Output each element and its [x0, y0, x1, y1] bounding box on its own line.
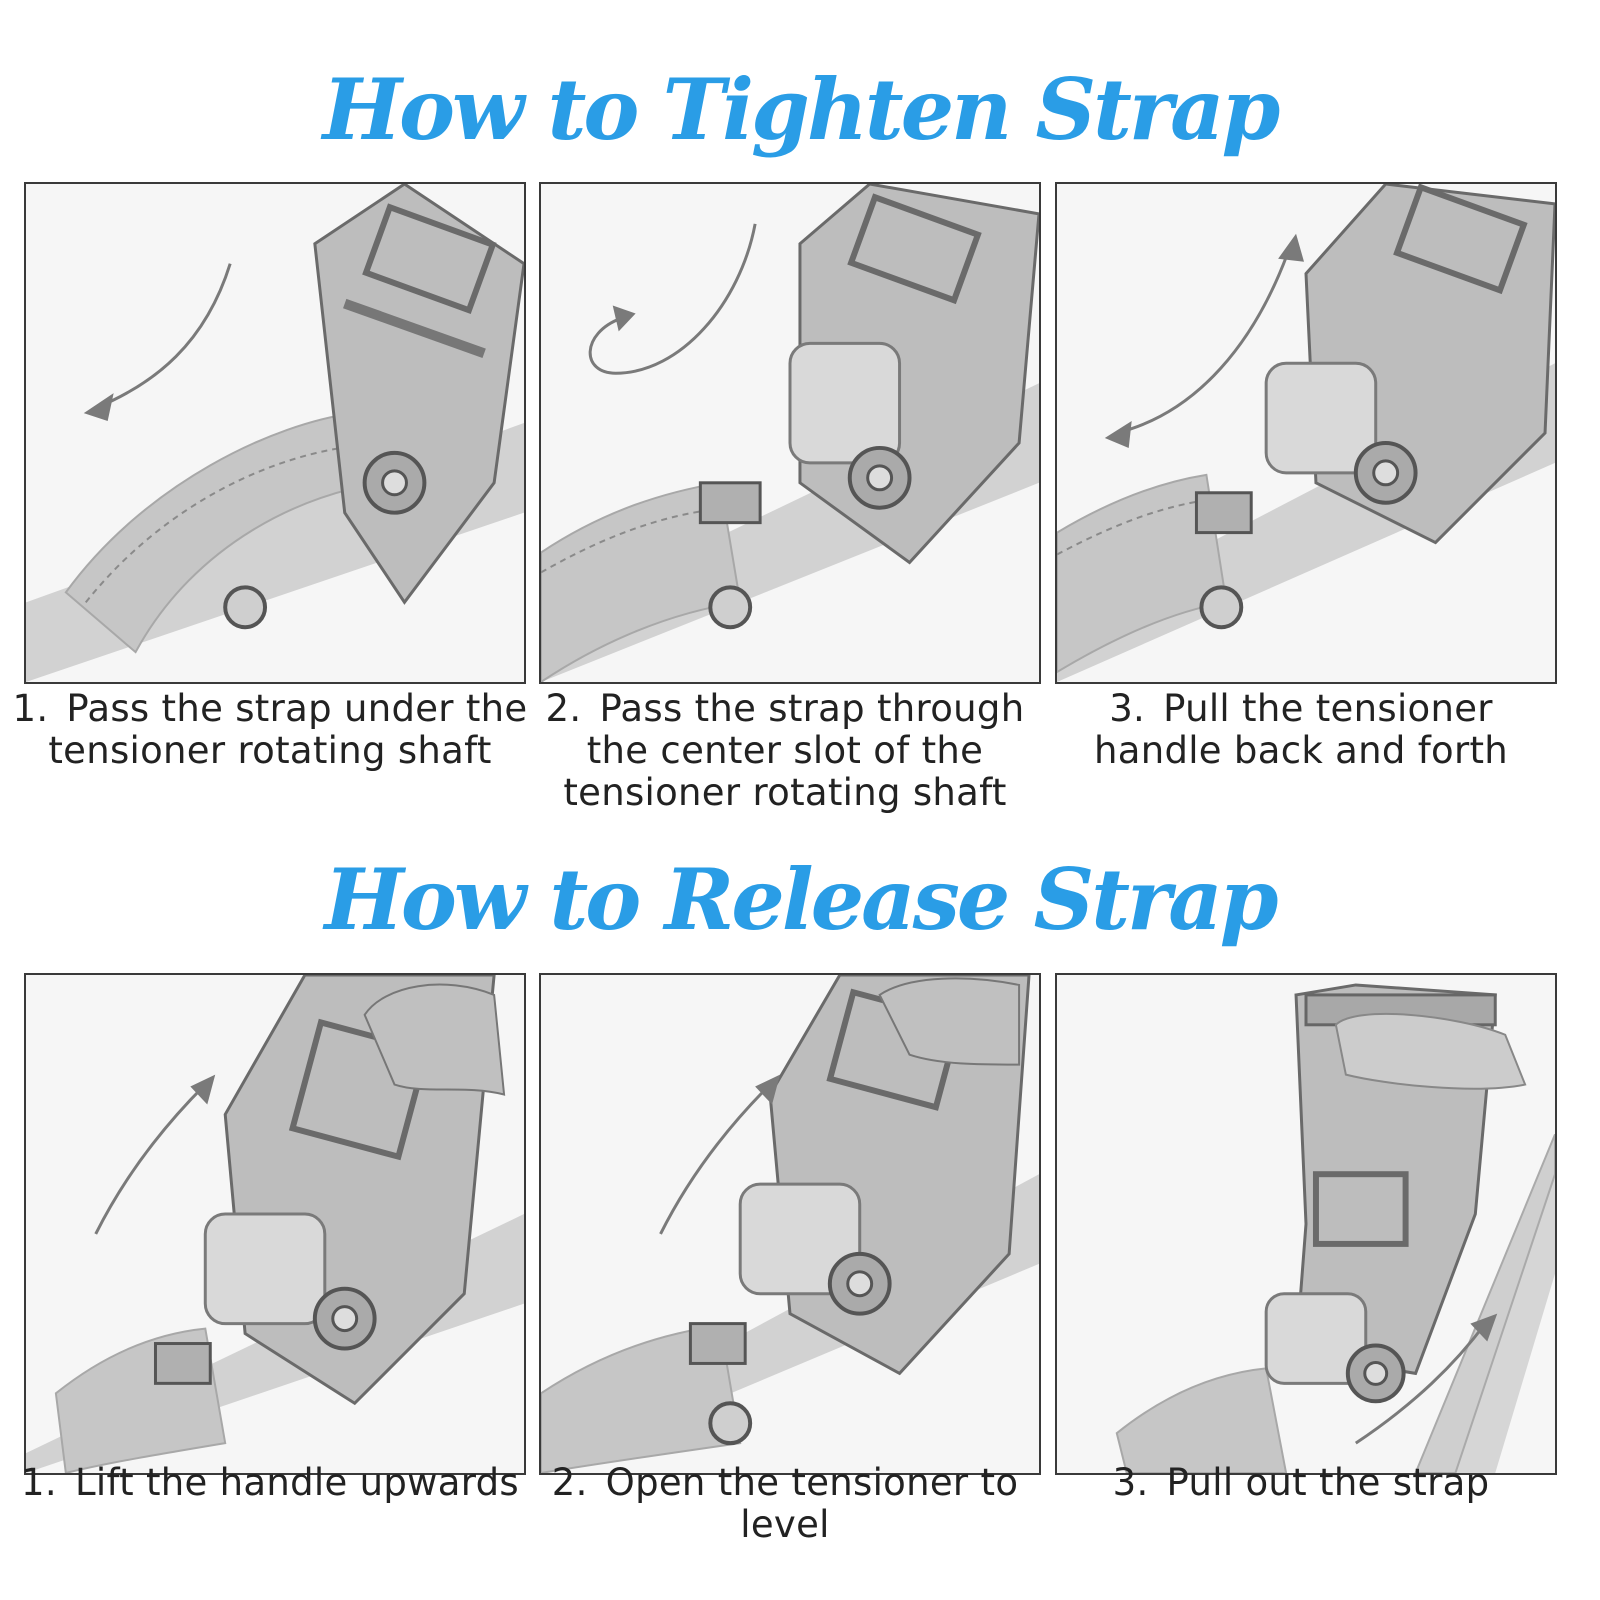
release-step-1-caption: 1.Lift the handle upwards — [21, 1461, 519, 1504]
tighten-step-2-caption: 2.Pass the strap through the center slot… — [545, 687, 1025, 814]
tighten-step-3-image — [1055, 182, 1557, 684]
release-title: How to Release Strap — [324, 850, 1279, 949]
tighten-step-2-image — [539, 182, 1041, 684]
tighten-title: How to Tighten Strap — [322, 60, 1281, 159]
tighten-step-1-caption: 1.Pass the strap under the tensioner rot… — [12, 687, 528, 772]
tighten-step-1-image — [24, 182, 526, 684]
release-step-3-image — [1055, 973, 1557, 1475]
ratchet-illustration — [541, 975, 1039, 1473]
ratchet-illustration — [1057, 184, 1555, 682]
tighten-step-3-caption: 3.Pull the tensioner handle back and for… — [1093, 687, 1509, 772]
ratchet-illustration — [26, 975, 524, 1473]
release-step-2-caption: 2.Open the tensioner to level — [551, 1461, 1019, 1546]
ratchet-illustration — [26, 184, 524, 682]
ratchet-illustration — [1115, 983, 1555, 1473]
release-step-1-image — [24, 973, 526, 1475]
release-step-2-image — [539, 973, 1041, 1475]
ratchet-illustration — [541, 184, 1039, 682]
release-step-3-caption: 3.Pull out the strap — [1112, 1461, 1490, 1504]
